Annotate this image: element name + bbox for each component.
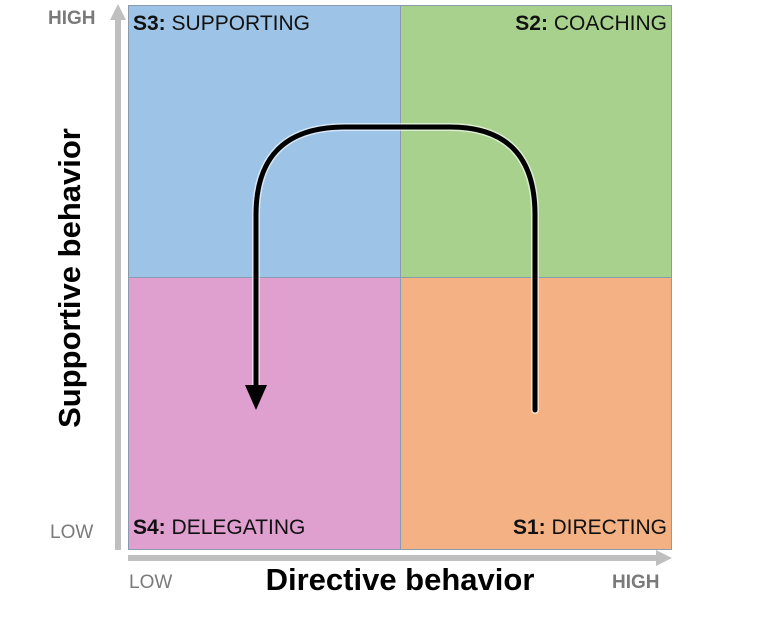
x-axis-title: Directive behavior — [265, 562, 535, 597]
name-s3: SUPPORTING — [171, 12, 310, 35]
y-axis-low: LOW — [50, 522, 94, 543]
code-s2: S2: — [515, 12, 548, 35]
quadrant-s4-delegating — [128, 277, 401, 550]
arrowhead-icon — [245, 385, 267, 410]
code-s1: S1: — [512, 516, 546, 539]
label-s3: S3: SUPPORTING — [133, 12, 310, 36]
x-axis-high: HIGH — [612, 572, 660, 593]
code-s3: S3: — [133, 12, 166, 35]
y-axis-arrow — [110, 4, 126, 550]
label-s2: S2: COACHING — [515, 12, 667, 36]
label-s4: S4: DELEGATING — [133, 516, 305, 540]
name-s2: COACHING — [553, 12, 667, 35]
label-s1: S1: DIRECTING — [513, 516, 667, 540]
y-axis-title: Supportive behavior — [52, 128, 87, 428]
x-axis-arrow — [128, 550, 672, 566]
quadrant-s3-supporting — [128, 5, 401, 278]
x-axis-low: LOW — [129, 572, 173, 593]
code-s4: S4: — [133, 516, 166, 539]
name-s1: DIRECTING — [551, 516, 668, 539]
progression-curve-arrow — [245, 123, 539, 414]
name-s4: DELEGATING — [171, 516, 306, 539]
y-axis-high: HIGH — [48, 8, 96, 29]
